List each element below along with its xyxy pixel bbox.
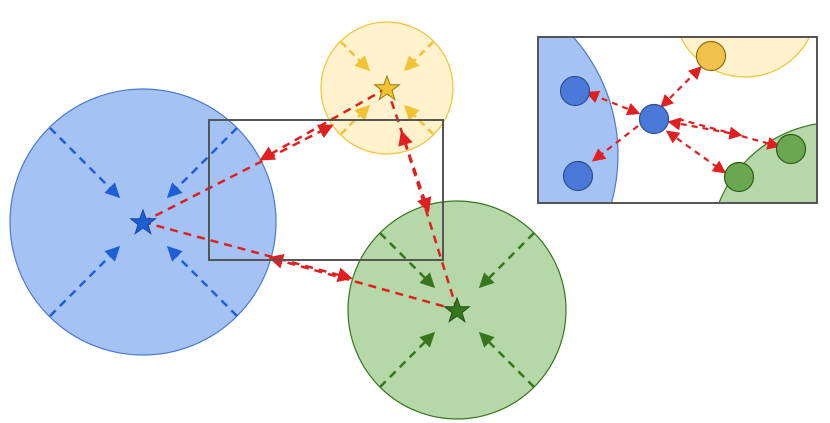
inset-arrow [667, 117, 743, 140]
inset-node-blue [562, 160, 594, 192]
inset-arrow [591, 125, 639, 162]
blue-inward-arrow [49, 127, 121, 199]
blue-star-icon [129, 208, 157, 235]
inset-node-blue-center [638, 103, 670, 135]
yellow-star-icon [373, 74, 401, 101]
zoom-inset-panel [537, 36, 818, 204]
zoom-inset-frame [537, 36, 818, 204]
inset-node-yellow [695, 40, 727, 72]
zoom-region-frame [208, 119, 444, 261]
inset-arrow [665, 130, 727, 174]
yellow-to-blue-arrow [259, 86, 388, 161]
green-inward-arrow [478, 331, 535, 388]
blue-to-green-arrow [142, 220, 353, 283]
yellow-to-green-arrow [385, 87, 432, 213]
inset-arrow [585, 90, 641, 116]
yellow-inward-arrow [403, 104, 434, 135]
yellow-inward-arrow [340, 104, 371, 135]
green-to-yellow-arrow [398, 130, 459, 311]
inset-arrow [660, 66, 702, 108]
yellow-inward-arrow [340, 41, 371, 72]
inter-cluster-arrows [142, 86, 459, 312]
inset-node-green [775, 133, 807, 165]
inset-node-green [723, 161, 755, 193]
blue-inward-arrow [49, 245, 121, 317]
inset-node-blue [559, 75, 591, 107]
green-inward-arrow [379, 331, 436, 388]
green-inward-arrow [478, 232, 535, 289]
green-inward-arrow [379, 232, 436, 289]
green-to-blue-arrow [268, 254, 458, 312]
blue-to-yellow-arrow [142, 124, 334, 224]
green-star-icon [443, 296, 471, 323]
blue-inward-arrow [166, 245, 238, 317]
blue-inward-arrow [166, 127, 238, 199]
yellow-inward-arrow [403, 41, 434, 72]
